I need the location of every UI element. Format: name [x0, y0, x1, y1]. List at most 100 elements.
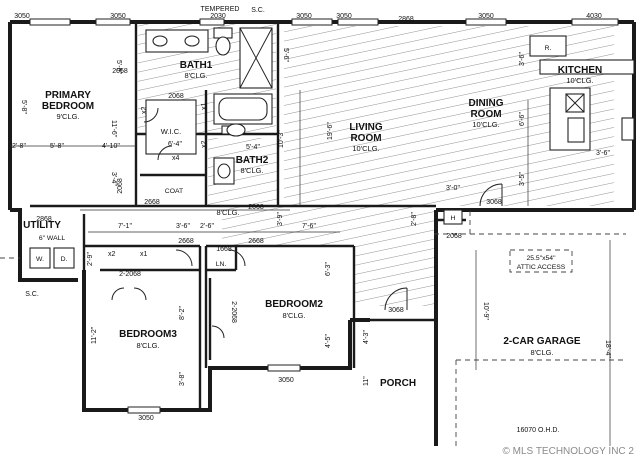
window-label: 4030: [586, 13, 602, 20]
smoke-detector-label: S.C.: [25, 291, 39, 298]
window-icon: [127, 406, 161, 414]
window-label: 3050: [14, 13, 30, 20]
window-icon: [465, 18, 507, 26]
dimension-label: 3'-9": [277, 212, 284, 226]
opening-labels: 3050 3050 2030 3050 3050 2868 3050 4030 …: [14, 6, 602, 434]
door-swing-icon: [384, 287, 408, 311]
dimension-label: 6'-4": [168, 141, 182, 148]
refrigerator-icon: [529, 35, 567, 57]
dimension-label: 19'-6": [327, 122, 334, 140]
door-swings: [111, 107, 503, 339]
ceiling-label: 8'CLG.: [240, 166, 263, 175]
dimension-label: 11": [363, 376, 370, 386]
dimension-label: 11'-6": [110, 120, 117, 138]
refrigerator-label: R.: [545, 45, 552, 52]
kitchen-counter: [539, 59, 635, 75]
dimension-label: 10'-9": [482, 302, 489, 320]
dimension-label: 3'-6": [596, 150, 610, 157]
room-name: ROOM: [350, 133, 381, 144]
dimension-label: 2'-6": [200, 223, 214, 230]
ceiling-label: 10'CLG.: [472, 120, 499, 129]
dimension-label: 11'-2": [91, 326, 98, 344]
room-name: ROOM: [470, 109, 501, 120]
wall-note: 6" WALL: [39, 235, 66, 242]
dimension-labels: 2'-8" 5'-8" 4'-10" 5'-6" 11'-6" 3'-4" 6'…: [12, 48, 611, 386]
ceiling-label: 8'CLG.: [530, 348, 553, 357]
door-swing-icon: [175, 249, 193, 267]
dimension-label: 18'-4": [604, 340, 611, 358]
dimension-lines: [10, 90, 611, 446]
window-label: 2030: [210, 13, 226, 20]
window-icon: [267, 364, 301, 372]
dimension-label: x4: [172, 155, 180, 162]
door-swing-icon: [479, 183, 503, 207]
windows: [29, 18, 619, 414]
window-label: 2868: [398, 16, 414, 23]
dimension-label: 3'-0": [446, 185, 460, 192]
window-icon: [95, 18, 131, 26]
dimension-label: 7'-1": [118, 223, 132, 230]
washer-icon: [29, 247, 51, 269]
door-swing-icon: [143, 107, 159, 123]
door-label: 2668: [248, 238, 264, 245]
dimension-label: 3'-5": [519, 172, 526, 186]
smoke-detector-label: S.C.: [251, 7, 265, 14]
room-name: LIVING: [349, 122, 383, 133]
dimension-label: x2: [201, 141, 208, 149]
dimension-label: 4'-5": [325, 334, 332, 348]
dimension-label: 3'-6": [176, 223, 190, 230]
dimension-label: x2: [108, 251, 116, 258]
dimension-label: 5'-6": [115, 60, 122, 74]
range-icon: [621, 117, 635, 141]
window-label: 3050: [110, 13, 126, 20]
sink-icon: [152, 35, 168, 47]
door-label: 2068: [112, 68, 128, 75]
double-sink-icon: [567, 117, 585, 143]
closet-shelves: [145, 99, 197, 155]
interior-walls: [30, 22, 466, 410]
door-swing-icon: [157, 145, 173, 161]
window-label: 3050: [138, 415, 154, 422]
door-label: 3068: [486, 199, 502, 206]
watermark: © MLS TECHNOLOGY INC 2: [503, 446, 635, 457]
room-name: W.I.C.: [161, 127, 181, 136]
dimension-label: 3'-8": [179, 372, 186, 386]
window-label: 3050: [336, 13, 352, 20]
dimension-label: x2: [141, 107, 148, 115]
window-label: 3050: [296, 13, 312, 20]
dimension-label: 10'-3": [278, 130, 285, 148]
washer-label: W.: [36, 256, 44, 263]
window-icon: [291, 18, 333, 26]
door-label: 2068: [446, 233, 462, 240]
water-heater-icon: [443, 209, 463, 225]
door-label: 2068: [117, 178, 124, 194]
dimension-label: 3'-6": [519, 52, 526, 66]
window-label: 3050: [478, 13, 494, 20]
dimension-label: 7'-6": [302, 223, 316, 230]
dimension-label: 4'-10": [102, 143, 120, 150]
ceiling-label: 8'CLG.: [282, 311, 305, 320]
toilet-bowl-icon: [226, 123, 246, 137]
dimension-label: 4'-3": [363, 330, 370, 344]
room-name: 2-CAR GARAGE: [503, 336, 581, 347]
room-name: PORCH: [380, 378, 416, 389]
attic-access-size: 25.5"x54": [526, 255, 556, 262]
room-name: PRIMARY: [45, 90, 91, 101]
dimension-label: 6'-6": [519, 112, 526, 126]
window-icon: [571, 18, 619, 26]
room-name: BATH2: [236, 155, 269, 166]
room-name: DINING: [469, 98, 504, 109]
ceiling-label: 10'CLG.: [352, 144, 379, 153]
room-name: COAT: [165, 188, 183, 195]
window-icon: [337, 18, 379, 26]
door-label: 2068: [248, 204, 264, 211]
door-swing-icon: [111, 287, 125, 301]
ceiling-label: 8'CLG.: [184, 71, 207, 80]
exterior-walls: [8, 20, 636, 446]
dryer-label: D.: [61, 256, 68, 263]
dimension-label: 5'-6": [282, 48, 289, 62]
room-labels: PRIMARY BEDROOM 9'CLG. BATH1 8'CLG. W.I.…: [23, 45, 602, 389]
sink-icon: [184, 35, 200, 47]
window-icon: [29, 18, 71, 26]
